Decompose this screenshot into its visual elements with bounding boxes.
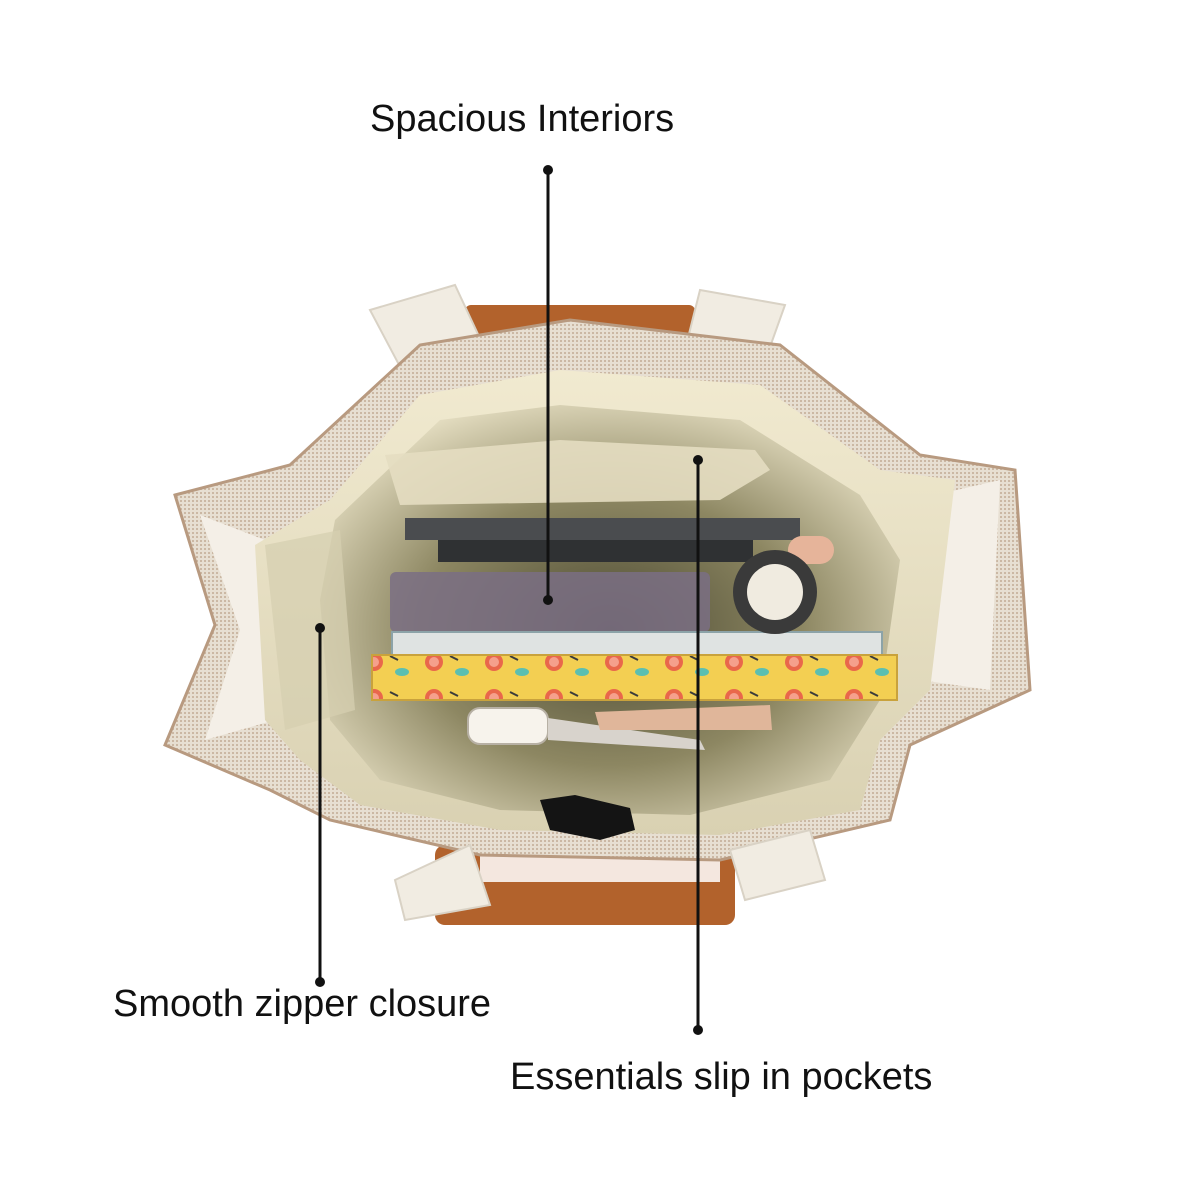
leader-line-pockets: [693, 455, 703, 1035]
callout-spacious-interiors: Spacious Interiors: [370, 98, 675, 140]
callout-smooth-zipper: Smooth zipper closure: [113, 983, 492, 1025]
leader-line-spacious: [543, 165, 553, 605]
callout-slip-pockets: Essentials slip in pockets: [510, 1056, 933, 1098]
leader-line-zipper: [315, 623, 325, 987]
strap-bottom: [393, 828, 827, 922]
bag-contents: [371, 518, 898, 840]
